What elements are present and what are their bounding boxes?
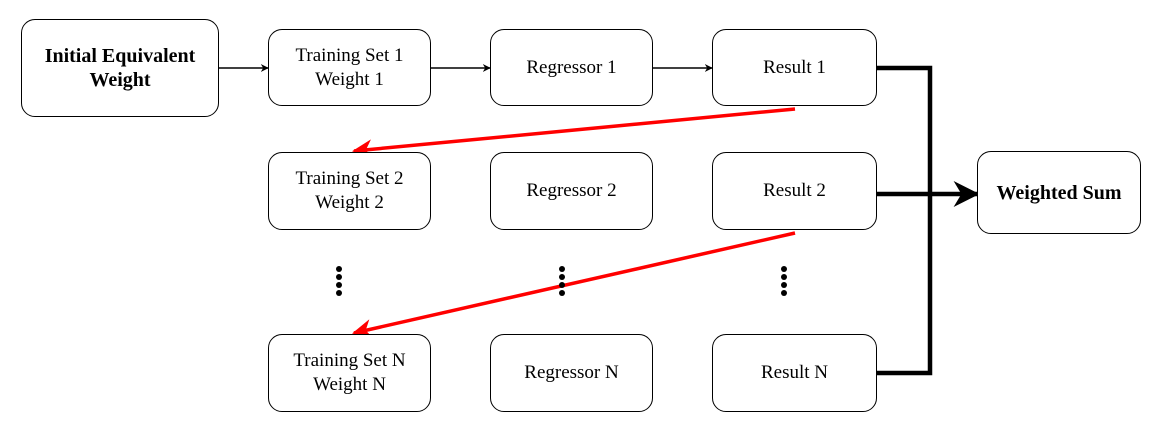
result-n-node: Result N — [712, 334, 877, 412]
result-1-label: Result 1 — [763, 56, 826, 78]
ellipsis-dots-training — [335, 266, 343, 298]
training-set-n-label: Training Set N — [293, 350, 406, 371]
result-n-label: Result N — [760, 362, 829, 383]
training-set-1-node: Training Set 1 Weight 1 — [268, 29, 431, 106]
weighted-sum-node: Weighted Sum — [977, 151, 1141, 234]
collector-line-result1 — [877, 65, 933, 194]
collector-line-result-n — [877, 194, 933, 376]
regressor-2-label: Regressor 2 — [526, 180, 617, 201]
result-1-node: Result 1 — [712, 29, 877, 106]
initial-node-line1: Initial Equivalent — [44, 45, 196, 67]
initial-equivalent-weight-node: Initial Equivalent Weight — [21, 19, 219, 117]
weight-n-label: Weight N — [313, 374, 386, 395]
ellipsis-dots-result — [780, 266, 788, 298]
regressor-1-label: Regressor 1 — [526, 56, 617, 78]
training-set-n-node: Training Set N Weight N — [268, 334, 431, 412]
training-set-2-node: Training Set 2 Weight 2 — [268, 152, 431, 230]
feedback-arrow-result1-to-training2 — [352, 107, 796, 160]
weight-2-label: Weight 2 — [315, 192, 384, 213]
ellipsis-dots-regressor — [558, 266, 566, 298]
regressor-1-node: Regressor 1 — [490, 29, 653, 106]
initial-node-line2: Weight — [89, 69, 151, 91]
training-set-1-label: Training Set 1 — [295, 44, 404, 66]
result-2-node: Result 2 — [712, 152, 877, 230]
weight-1-label: Weight 1 — [315, 68, 384, 90]
result-2-label: Result 2 — [763, 180, 826, 201]
regressor-2-node: Regressor 2 — [490, 152, 653, 230]
feedback-arrow-result2-to-training-n — [352, 231, 796, 339]
training-set-2-label: Training Set 2 — [295, 168, 404, 189]
regressor-n-node: Regressor N — [490, 334, 653, 412]
weighted-sum-label: Weighted Sum — [996, 181, 1122, 204]
regressor-n-label: Regressor N — [524, 362, 619, 383]
